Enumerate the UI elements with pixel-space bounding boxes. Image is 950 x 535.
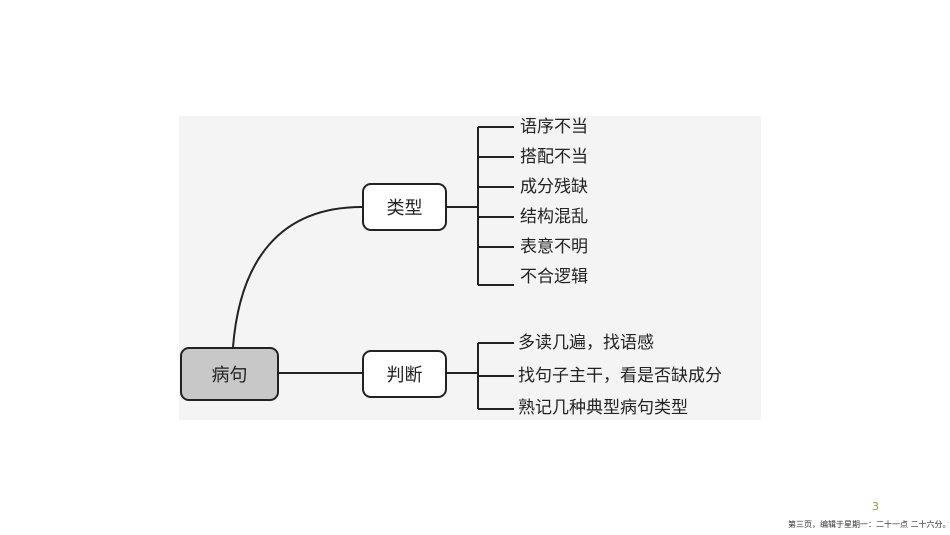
root-node: 病句 <box>180 347 279 401</box>
leaf-item: 多读几遍，找语感 <box>518 333 654 353</box>
branch-node-types: 类型 <box>362 183 447 231</box>
leaf-item: 成分残缺 <box>520 177 588 197</box>
leaf-item: 搭配不当 <box>520 147 588 167</box>
leaf-item: 不合逻辑 <box>520 267 588 287</box>
branch-node-judge: 判断 <box>362 350 447 398</box>
page-number: 3 <box>872 500 879 513</box>
leaf-item: 熟记几种典型病句类型 <box>518 398 688 418</box>
leaf-item: 找句子主干，看是否缺成分 <box>518 366 722 386</box>
leaf-item: 结构混乱 <box>520 207 588 227</box>
connector-root-types <box>232 206 363 348</box>
leaf-item: 语序不当 <box>520 117 588 137</box>
leaf-item: 表意不明 <box>520 237 588 257</box>
footer-text: 第三页，编辑于星期一：二十一点 二十六分。 <box>788 520 950 529</box>
